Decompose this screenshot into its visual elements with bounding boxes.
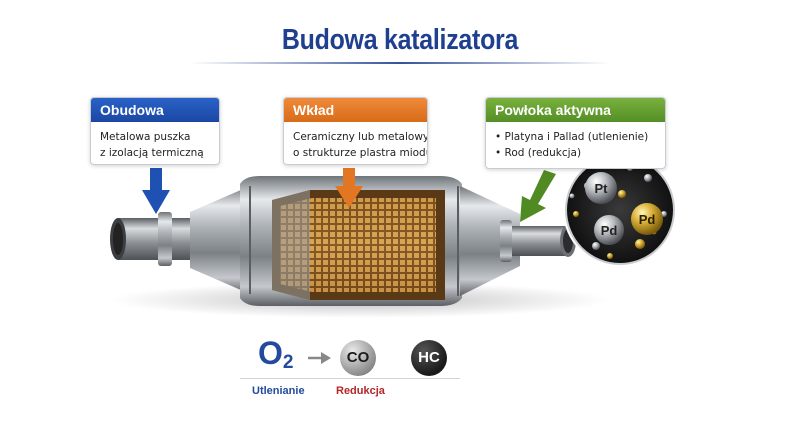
hc-molecule: HC — [411, 340, 447, 376]
core-card-heading: Wkład — [284, 98, 427, 122]
coating-line: • Rod (redukcja) — [495, 147, 582, 159]
core-arrow — [335, 168, 363, 208]
co-molecule: CO — [340, 340, 376, 376]
coating-arrow — [520, 170, 556, 222]
housing-arrow — [142, 168, 170, 214]
reaction-divider — [240, 378, 460, 379]
core-card: Wkład Ceramiczny lub metalowy o struktur… — [283, 97, 428, 165]
reduction-label: Redukcja — [336, 385, 385, 397]
coating-line: • Platyna i Pallad (utlenienie) — [495, 131, 649, 143]
housing-card-heading: Obudowa — [91, 98, 219, 122]
coating-card-body: • Platyna i Pallad (utlenienie) • Rod (r… — [486, 122, 665, 168]
particle-label-pd-2: Pd — [601, 223, 618, 238]
page-title: Budowa katalizatora — [281, 24, 519, 56]
core-line: o strukturze plastra miodu — [293, 147, 428, 159]
particle-label-pt: Pt — [595, 181, 609, 196]
coating-card-heading: Powłoka aktywna — [486, 98, 665, 122]
title-underline — [190, 62, 610, 64]
housing-card-body: Metalowa puszka z izolacją termiczną — [91, 122, 219, 164]
particle-label-pd: Pd — [639, 212, 656, 227]
oxygen-symbol: O2 — [258, 335, 293, 374]
coating-card: Powłoka aktywna • Platyna i Pallad (utle… — [485, 97, 666, 169]
core-card-body: Ceramiczny lub metalowy o strukturze pla… — [284, 122, 428, 164]
oxygen-subscript: 2 — [282, 352, 294, 373]
housing-line: Metalowa puszka — [100, 131, 191, 143]
palladium-particle — [631, 203, 663, 235]
palladium-particle-2 — [594, 215, 624, 245]
oxidation-label: Utlenianie — [252, 385, 305, 397]
platinum-particle — [585, 172, 617, 204]
housing-line: z izolacją termiczną — [100, 147, 204, 159]
core-line: Ceramiczny lub metalowy — [293, 131, 428, 143]
arrow-right-icon — [308, 352, 331, 364]
housing-card: Obudowa Metalowa puszka z izolacją termi… — [90, 97, 220, 165]
oxygen-base: O — [258, 335, 283, 371]
